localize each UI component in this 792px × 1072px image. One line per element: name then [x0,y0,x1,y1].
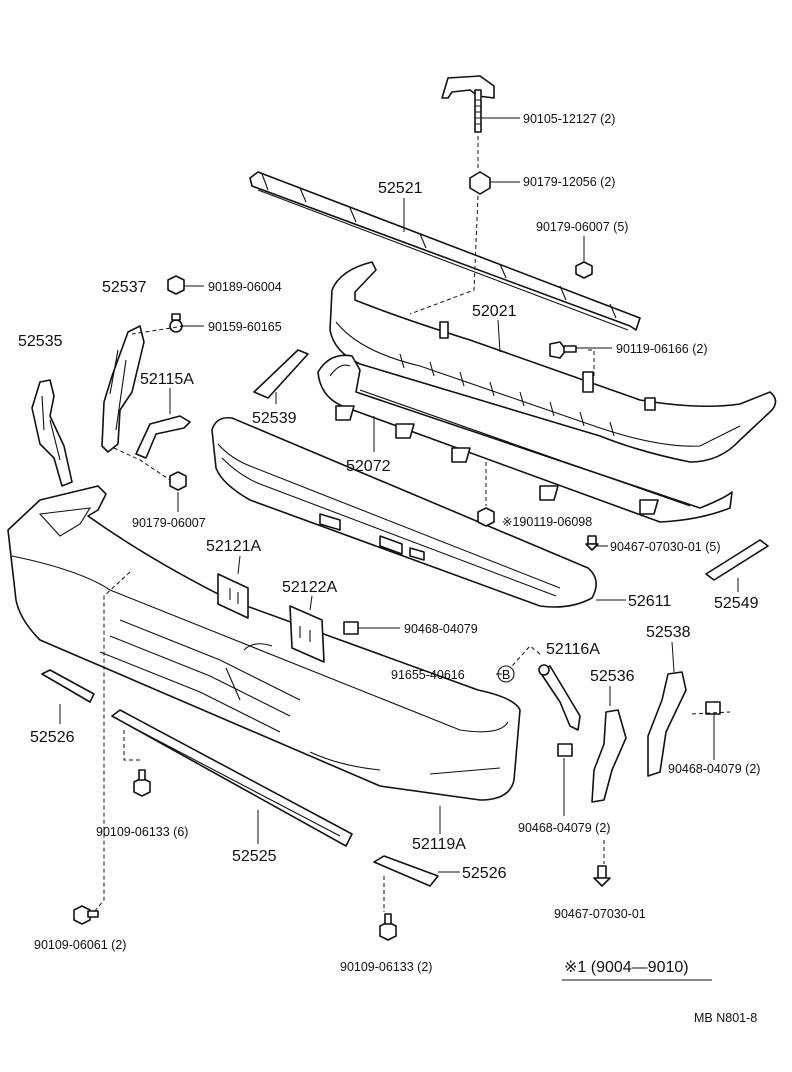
stay-52115A [135,415,191,459]
label-52119A: 52119A [412,836,466,853]
label-90119-06098: ※190119-06098 [502,515,592,529]
clip-90468-center [557,743,573,757]
label-90179-12056: 90179-12056 (2) [523,175,615,189]
front-bumper-52119A [7,485,521,801]
assembly-lines [93,136,731,913]
rear-support-52072 [317,354,733,523]
label-52121A: 52121A [206,538,261,555]
nut-90179-06007b [169,471,187,491]
rear-bumper-cover-52611 [211,416,597,608]
label-52611: 52611 [628,593,671,610]
label-90105: 90105-12127 (2) [523,112,615,126]
label-52122A: 52122A [282,579,337,596]
label-52536: 52536 [590,668,635,685]
stay-52116A [538,664,581,731]
screw-90159 [169,313,183,333]
label-52538: 52538 [646,624,691,641]
label-52539: 52539 [252,410,297,427]
bracket-52536 [591,709,627,803]
label-52115A: 52115A [140,371,194,388]
label-90468-04079: 90468-04079 [404,622,478,636]
nut-90189 [167,275,185,295]
label-91655: 91655-40616 [391,668,465,682]
reinforcement-52525 [111,709,353,847]
label-52072: 52072 [346,458,391,475]
label-90159: 90159-60165 [208,320,282,334]
bracket-52121A [217,573,249,619]
nut-90179-06007 [575,261,593,279]
bracket-52122A [289,605,325,663]
label-90109-06061: 90109-06061 (2) [34,938,126,952]
bolt-90109-06133a [133,769,151,797]
label-90179-06007: 90179-06007 [132,516,206,530]
label-52521: 52521 [378,180,423,197]
label-90468-center: 90468-04079 (2) [518,821,610,835]
label-52537: 52537 [102,279,147,296]
bolt-90109-06133b [379,913,397,941]
screw-90467-a [585,535,599,551]
spacer-52526-left [41,669,95,703]
moulding-52549 [705,539,769,581]
bracket-52535 [31,379,73,487]
label-90109-06133-2: 90109-06133 (2) [340,960,432,974]
bracket-52538 [647,671,687,777]
clip-90468-04079 [343,621,359,635]
rear-bumper-bar-52021 [329,261,777,463]
nut-90179-12056 [469,171,491,195]
label-90467-b: 90467-07030-01 [554,907,646,921]
label-52526-right: 52526 [462,865,507,882]
label-90119-06166: 90119-06166 (2) [616,342,708,356]
bolt-90119-06166 [549,341,577,359]
screw-90467-b [593,865,611,887]
spacer-52526-right [373,855,439,887]
label-52021: 52021 [472,303,517,320]
bracket-bolt-90105 [441,75,495,133]
label-90109-06133-6: 90109-06133 (6) [96,825,188,839]
circle-b-marker [497,665,515,683]
figure-reference: MB N801-8 [694,1011,757,1025]
label-52549: 52549 [714,595,759,612]
clip-90468-right [705,701,721,715]
label-circle-b: B [502,668,510,682]
bracket-52537 [101,325,145,453]
label-90189: 90189-06004 [208,280,282,294]
label-52526-left: 52526 [30,729,75,746]
rear-reinforcement-52521 [249,171,641,331]
label-90179-06007-5: 90179-06007 (5) [536,220,628,234]
applicability-note: ※1 (9004—9010) [564,959,689,976]
label-90468-right: 90468-04079 (2) [668,762,760,776]
label-52535: 52535 [18,333,63,350]
pad-52539 [253,349,309,399]
label-90467-5: 90467-07030-01 (5) [610,540,721,554]
label-52525: 52525 [232,848,277,865]
bolt-90119-06098 [477,507,495,527]
part-labels: 90105-12127 (2) 90179-12056 (2) 52521 90… [18,112,760,1025]
bolt-90109-06061 [73,905,99,925]
label-52116A: 52116A [546,641,600,658]
leader-lines [59,117,739,873]
